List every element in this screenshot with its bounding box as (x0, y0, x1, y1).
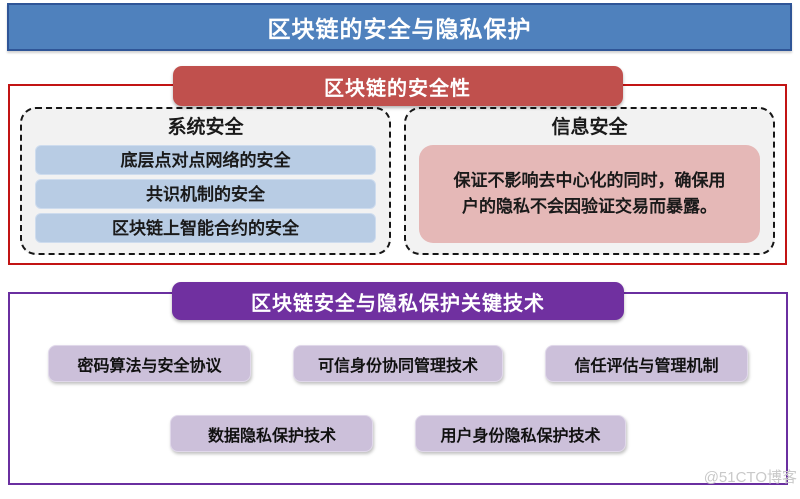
information-security-group: 信息安全 保证不影响去中心化的同时，确保用户的隐私不会因验证交易而暴露。 (404, 107, 775, 255)
technology-row-1: 密码算法与安全协议 可信身份协同管理技术 信任评估与管理机制 (10, 345, 786, 382)
information-security-note-text: 保证不影响去中心化的同时，确保用户的隐私不会因验证交易而暴露。 (453, 170, 726, 216)
system-security-item-p2p: 底层点对点网络的安全 (35, 145, 376, 175)
tech-pill-trusted-identity: 可信身份协同管理技术 (292, 345, 503, 382)
system-security-item-consensus: 共识机制的安全 (35, 179, 376, 209)
security-section: 区块链的安全性 系统安全 底层点对点网络的安全 共识机制的安全 区块链上智能合约… (8, 66, 787, 265)
technology-row-2: 数据隐私保护技术 用户身份隐私保护技术 (10, 415, 786, 452)
security-section-header: 区块链的安全性 (172, 66, 623, 106)
tech-pill-trust-evaluation: 信任评估与管理机制 (545, 345, 748, 382)
security-section-title: 区块链的安全性 (324, 77, 471, 100)
watermark: @51CTO博客 (703, 469, 797, 486)
technology-section-header: 区块链安全与隐私保护关键技术 (172, 282, 624, 320)
technology-section: 区块链安全与隐私保护关键技术 密码算法与安全协议 可信身份协同管理技术 信任评估… (8, 282, 788, 485)
information-security-note: 保证不影响去中心化的同时，确保用户的隐私不会因验证交易而暴露。 (419, 145, 760, 243)
tech-pill-user-identity-privacy: 用户身份隐私保护技术 (415, 415, 626, 452)
security-groups-row: 系统安全 底层点对点网络的安全 共识机制的安全 区块链上智能合约的安全 信息安全… (20, 107, 775, 255)
main-title-banner: 区块链的安全与隐私保护 (7, 3, 792, 51)
tech-pill-crypto-protocols: 密码算法与安全协议 (47, 345, 251, 382)
system-security-group: 系统安全 底层点对点网络的安全 共识机制的安全 区块链上智能合约的安全 (20, 107, 391, 255)
technology-section-title: 区块链安全与隐私保护关键技术 (251, 292, 545, 315)
main-title: 区块链的安全与隐私保护 (267, 16, 532, 42)
information-security-title: 信息安全 (551, 117, 628, 138)
tech-pill-data-privacy: 数据隐私保护技术 (170, 415, 374, 452)
system-security-title: 系统安全 (167, 117, 244, 138)
system-security-item-smart-contract: 区块链上智能合约的安全 (35, 213, 376, 243)
